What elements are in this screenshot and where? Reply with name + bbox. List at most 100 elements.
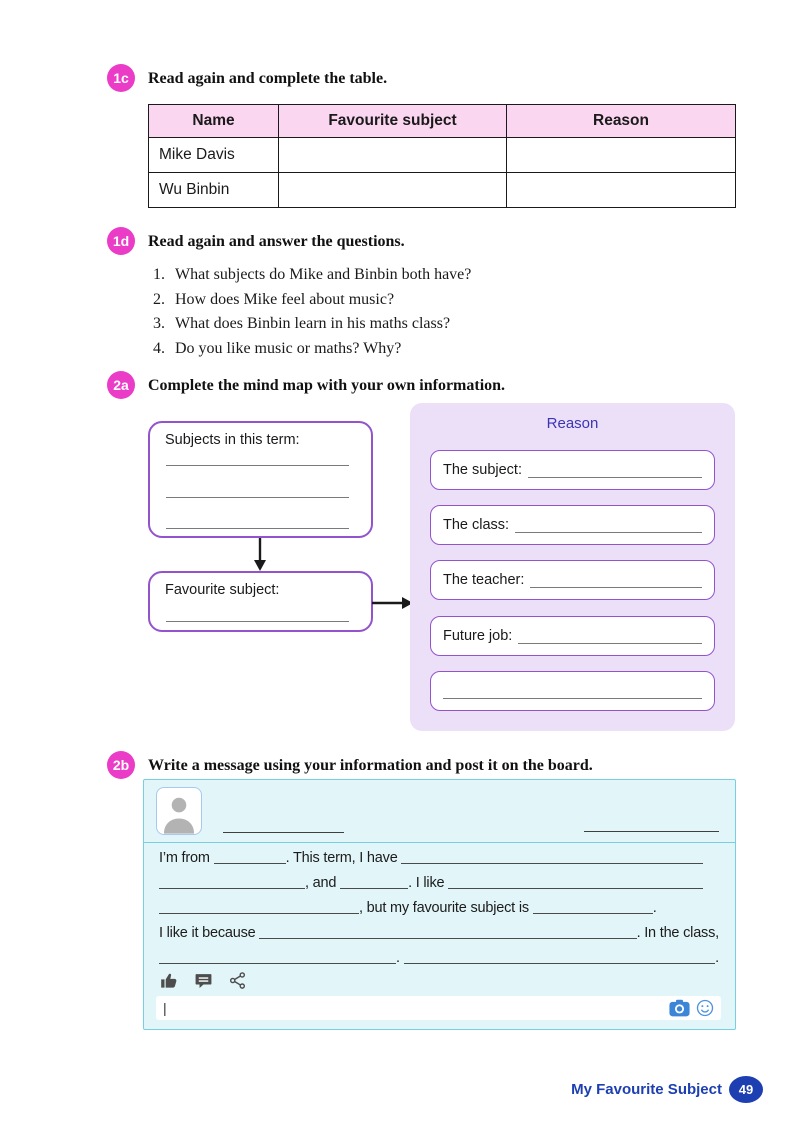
text-cursor: | [163,1000,167,1016]
reason-box-future-job: Future job: [430,616,715,656]
favourite-subject-box: Favourite subject: [148,571,373,632]
message-text: , but my favourite subject is [359,900,533,916]
share-icon[interactable] [228,971,247,990]
page-number-badge: 49 [729,1076,763,1103]
write-in-line[interactable] [213,863,286,864]
exercise-badge-2a: 2a [107,371,135,399]
exercise-badge-2b: 2b [107,751,135,779]
arrow-down-icon [254,538,266,571]
reason-box-label: The teacher: [443,572,525,588]
comment-input[interactable]: | [156,996,721,1020]
reason-panel: Reason The subject: The class: The teach… [410,403,735,731]
question-list: 1. What subjects do Mike and Binbin both… [153,263,733,361]
write-in-line[interactable] [159,963,396,964]
message-line: I like it because . In the class, [159,925,719,950]
reason-box-label: Future job: [443,628,513,644]
write-in-line[interactable] [401,863,703,864]
question-number: 3. [153,315,165,332]
cell-favourite-subject-blank[interactable] [278,137,507,173]
cell-reason-blank[interactable] [506,137,736,173]
exercise-1c-title: Read again and complete the table. [148,70,388,87]
write-in-line[interactable] [159,913,359,914]
favourite-subject-table: Name Favourite subject Reason Mike Davis… [148,104,736,208]
emoji-icon[interactable] [696,999,714,1017]
message-text: . [652,900,657,916]
question-text: Do you like music or maths? Why? [175,339,402,357]
write-in-line[interactable] [166,528,349,529]
name-write-in-line[interactable] [223,832,344,833]
table-row: Wu Binbin [148,172,736,208]
write-in-line[interactable] [528,463,702,478]
table-row: Mike Davis [148,137,736,173]
reason-box-subject: The subject: [430,450,715,490]
panel-divider [144,842,735,843]
favourite-box-label: Favourite subject: [165,582,280,598]
write-in-line[interactable] [518,629,702,644]
footer-unit-title: My Favourite Subject [571,1081,722,1098]
message-line: , and . I like [159,875,719,900]
exercise-1d-title: Read again and answer the questions. [148,233,405,250]
write-in-line[interactable] [443,684,702,699]
avatar [156,787,202,835]
message-text: . [715,950,719,966]
column-header-favourite-subject: Favourite subject [278,104,507,138]
question-item: 4. Do you like music or maths? Why? [153,337,733,362]
camera-icon[interactable] [669,999,690,1017]
avatar-person-icon [163,797,195,834]
question-number: 1. [153,266,165,283]
message-text: , and [305,875,341,891]
write-in-line[interactable] [515,518,702,533]
column-header-name: Name [148,104,279,138]
write-in-line[interactable] [259,938,637,939]
like-icon[interactable] [160,971,179,990]
question-item: 1. What subjects do Mike and Binbin both… [153,263,733,288]
question-text: What does Binbin learn in his maths clas… [175,315,451,332]
write-in-line[interactable] [166,465,349,466]
message-text: . [396,950,404,966]
question-number: 4. [153,339,165,357]
cell-reason-blank[interactable] [506,172,736,208]
message-text: I like it because [159,925,260,941]
reason-box-teacher: The teacher: [430,560,715,600]
write-in-line[interactable] [159,888,305,889]
reason-box-label: The class: [443,517,510,533]
column-header-reason: Reason [506,104,736,138]
table-header-row: Name Favourite subject Reason [148,104,736,138]
write-in-line[interactable] [530,573,702,588]
date-write-in-line[interactable] [584,831,719,832]
write-in-line[interactable] [340,888,409,889]
message-text: . In the class, [636,925,720,941]
arrow-right-icon [372,597,413,609]
exercise-badge-1d: 1d [107,227,135,255]
question-number: 2. [153,290,165,308]
message-board-panel: I’m from . This term, I have , and . I l… [143,779,736,1030]
message-line: . . [159,950,719,975]
question-item: 3. What does Binbin learn in his maths c… [153,312,733,337]
message-line: I’m from . This term, I have [159,850,719,875]
exercise-2a-title: Complete the mind map with your own info… [148,377,506,394]
exercise-badge-1c: 1c [107,64,135,92]
cell-favourite-subject-blank[interactable] [278,172,507,208]
message-text: . This term, I have [285,850,402,866]
question-text: How does Mike feel about music? [175,290,395,308]
question-text: What subjects do Mike and Binbin both ha… [175,266,472,283]
message-text: . I like [408,875,449,891]
message-line: , but my favourite subject is . [159,900,719,925]
write-in-line[interactable] [448,888,703,889]
write-in-line[interactable] [532,913,653,914]
message-body: I’m from . This term, I have , and . I l… [159,850,719,975]
reason-box-label: The subject: [443,462,522,478]
reason-panel-title: Reason [546,415,599,432]
subjects-box-label: Subjects in this term: [165,432,300,448]
write-in-line[interactable] [403,963,716,964]
post-action-icons [160,971,247,990]
write-in-line[interactable] [166,497,349,498]
cell-name: Wu Binbin [148,172,279,208]
exercise-2b-title: Write a message using your information a… [148,757,593,774]
reason-box-class: The class: [430,505,715,545]
reason-box-extra [430,671,715,711]
write-in-line[interactable] [166,621,349,622]
message-text: I’m from [159,850,214,866]
comment-icon[interactable] [194,971,213,990]
